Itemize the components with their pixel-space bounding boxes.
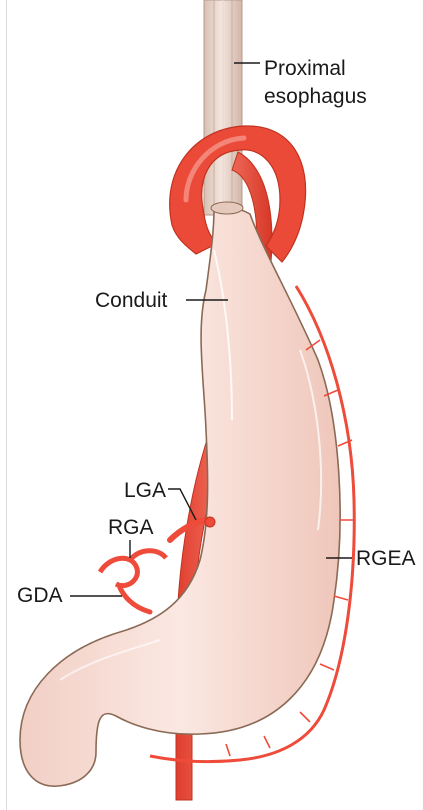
label-rgea: RGEA [356,546,416,572]
label-proximal-esophagus-line2: esophagus [264,84,367,110]
label-rga: RGA [108,515,154,541]
rga-artery [100,551,166,586]
label-gda: GDA [17,583,63,609]
label-proximal-esophagus-line1: Proximal [264,56,346,82]
proximal-esophagus [204,0,242,215]
stomach-conduit [20,202,340,786]
label-lga: LGA [124,478,166,504]
gda-artery [120,588,150,612]
label-conduit: Conduit [95,288,167,314]
